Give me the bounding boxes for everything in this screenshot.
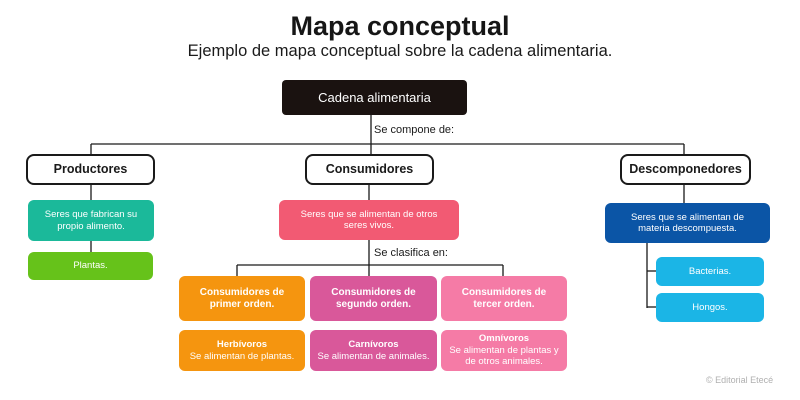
carnivoros-name: Carnívoros (348, 339, 399, 351)
root-node: Cadena alimentaria (282, 80, 467, 115)
omnivoros-desc: Se alimentan de plantas y de otros anima… (449, 344, 559, 368)
carnivoros-box: Carnívoros Se alimentan de animales. (310, 330, 437, 371)
herbivoros-desc: Se alimentan de plantas. (189, 350, 295, 362)
descomponedores-definition: Seres que se alimentan de materia descom… (605, 203, 770, 243)
descomp-example-bacterias: Bacterias. (656, 257, 764, 286)
descomp-example-hongos: Hongos. (656, 293, 764, 322)
carnivoros-desc: Se alimentan de animales. (317, 350, 430, 362)
diagram-subtitle: Ejemplo de mapa conceptual sobre la cade… (187, 42, 613, 60)
productores-definition: Seres que fabrican su propio alimento. (28, 200, 154, 241)
credit-text: © Editorial Etecé (706, 375, 774, 385)
omnivoros-box: Omnívoros Se alimentan de plantas y de o… (441, 330, 567, 371)
category-consumidores: Consumidores (305, 154, 434, 185)
diagram-title: Mapa conceptual (290, 11, 510, 41)
herbivoros-box: Herbívoros Se alimentan de plantas. (179, 330, 305, 371)
connector-label-clasifica: Se clasifica en: (374, 247, 448, 259)
consumidores-definition: Seres que se alimentan de otros seres vi… (279, 200, 459, 240)
category-productores: Productores (26, 154, 155, 185)
herbivoros-name: Herbívoros (216, 339, 268, 351)
connector-label-compone: Se compone de: (374, 124, 455, 136)
orden2-box: Consumidores de segundo orden. (310, 276, 437, 321)
orden3-box: Consumidores de tercer orden. (441, 276, 567, 321)
omnivoros-name: Omnívoros (478, 333, 530, 345)
orden1-box: Consumidores de primer orden. (179, 276, 305, 321)
productores-example: Plantas. (28, 252, 153, 280)
category-descomponedores: Descomponedores (620, 154, 751, 185)
